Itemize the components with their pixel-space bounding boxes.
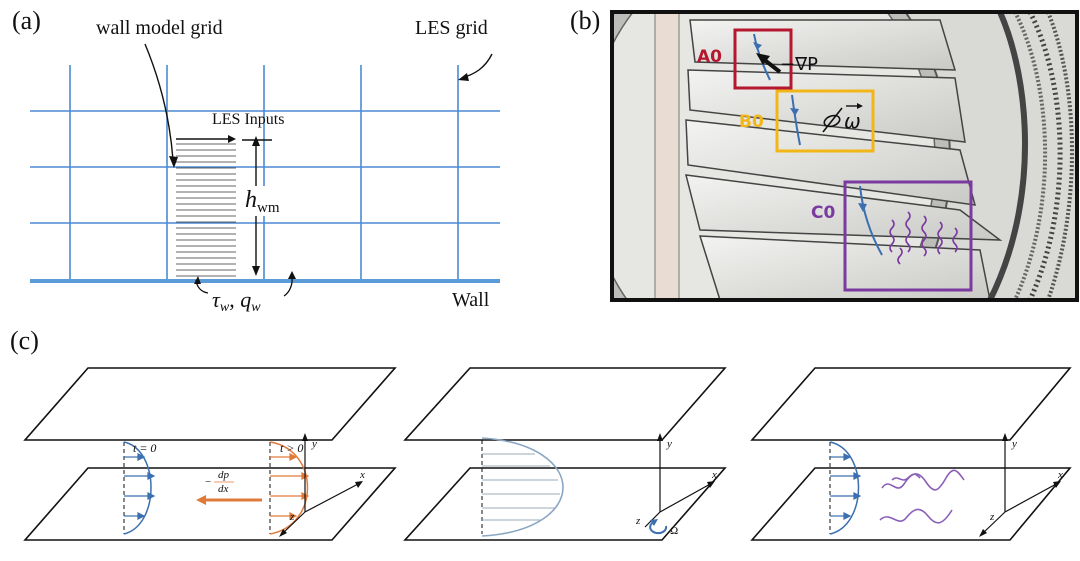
channel-middle: y x z Ω bbox=[403, 367, 727, 541]
velocity-profile-t0 bbox=[123, 441, 152, 535]
h-wm-bg bbox=[240, 186, 298, 216]
streamline-b0-head bbox=[790, 108, 799, 116]
tau-pointer-head bbox=[194, 276, 201, 284]
les-grid-label: LES grid bbox=[415, 17, 488, 39]
label-b0: B0 bbox=[739, 112, 764, 132]
panel-b: (b) bbox=[560, 0, 1080, 320]
omega-label: Ω bbox=[670, 525, 678, 537]
axis-label-y: y bbox=[666, 438, 672, 450]
axis-label-z: z bbox=[989, 511, 995, 523]
axis-label-z: z bbox=[289, 511, 295, 523]
panel-c-letter: (c) bbox=[10, 326, 39, 355]
axis-y-head bbox=[302, 433, 308, 441]
label-t1: t > 0 bbox=[280, 441, 303, 455]
rotation-symbol bbox=[823, 114, 841, 128]
q-pointer-head bbox=[288, 271, 296, 279]
box-c0 bbox=[843, 180, 973, 292]
axis-x bbox=[304, 482, 361, 513]
dp-numerator: dp bbox=[218, 469, 230, 481]
pressure-gradient-arrowhead bbox=[196, 495, 206, 505]
axis-z bbox=[281, 511, 306, 535]
velocity-arrows bbox=[830, 453, 862, 520]
streamline-b0 bbox=[791, 94, 801, 146]
channel-left: t = 0 t > 0 dp − dx y x bbox=[23, 367, 397, 541]
axis-z bbox=[981, 511, 1006, 535]
axis-y-head bbox=[657, 433, 663, 441]
velocity-profile bbox=[481, 437, 564, 537]
axis-label-y: y bbox=[1011, 438, 1017, 450]
h-wm-arrow-bottom bbox=[252, 266, 260, 276]
velocity-lines bbox=[482, 453, 560, 521]
dp-denominator: dx bbox=[218, 483, 229, 495]
vector-bar-head bbox=[857, 103, 863, 109]
top-plate bbox=[23, 367, 397, 441]
rotation-axis bbox=[822, 107, 843, 133]
axis-x-head bbox=[707, 481, 715, 488]
bottom-plate bbox=[750, 467, 1072, 541]
axis-z bbox=[644, 511, 661, 528]
h-wm-label: hwm bbox=[245, 187, 280, 216]
axis-z-head bbox=[279, 529, 287, 537]
photo-border bbox=[610, 10, 1079, 302]
les-inputs-arrowhead bbox=[228, 135, 236, 143]
label-a0: A0 bbox=[697, 47, 722, 67]
dp-minus: − bbox=[205, 476, 211, 488]
axis-label-x: x bbox=[711, 469, 717, 481]
bottom-plate bbox=[23, 467, 397, 541]
axis-label-x: x bbox=[1057, 469, 1063, 481]
axis-x-head bbox=[1053, 481, 1061, 488]
rotation-arrow bbox=[649, 521, 668, 535]
top-plate bbox=[403, 367, 727, 441]
panel-a-letter: (a) bbox=[12, 6, 41, 35]
bottom-plate bbox=[403, 467, 727, 541]
wall-label: Wall bbox=[452, 289, 490, 311]
velocity-profile-t1 bbox=[269, 441, 309, 535]
wall-model-grid-pointer bbox=[144, 43, 174, 161]
axis-x bbox=[659, 482, 713, 513]
top-plate bbox=[750, 367, 1072, 441]
tau-q-label: τw, qw bbox=[212, 287, 261, 315]
wall-model-grid bbox=[176, 143, 236, 277]
les-inputs-label: LES Inputs bbox=[212, 111, 284, 128]
label-c0: C0 bbox=[811, 203, 835, 223]
panel-c-diagrams: t = 0 t > 0 dp − dx y x bbox=[23, 367, 1072, 541]
streamline-c0 bbox=[859, 185, 883, 256]
box-a0 bbox=[733, 28, 793, 90]
axis-label-x: x bbox=[359, 469, 365, 481]
panel-a: (a) LES Inputs hwm wall model grid bbox=[0, 0, 560, 320]
channel-right: y x z bbox=[750, 367, 1072, 541]
rotation-arrow-head bbox=[650, 519, 658, 526]
wall-model-grid-pointer-head bbox=[169, 156, 178, 168]
velocity-profile bbox=[829, 441, 860, 535]
axis-z-head bbox=[979, 529, 987, 537]
streamline-a0-head bbox=[753, 42, 762, 50]
h-wm-arrow-top bbox=[252, 136, 260, 146]
pressure-arrow-head bbox=[756, 53, 770, 65]
panel-b-letter: (b) bbox=[570, 6, 601, 35]
panel-b-photo: A0 −∇P B0 ω C0 bbox=[610, 10, 1079, 302]
symbol-a0: −∇P bbox=[780, 54, 818, 75]
turbulence-lines bbox=[879, 469, 965, 524]
streamline-c0-head bbox=[858, 203, 867, 212]
axis-label-z: z bbox=[635, 515, 641, 527]
axis-x-head bbox=[355, 481, 363, 488]
axis-x bbox=[1004, 482, 1059, 513]
panel-a-diagram: LES Inputs hwm wall model grid LES grid … bbox=[30, 17, 500, 315]
axis-label-y: y bbox=[311, 438, 317, 450]
axis-y-head bbox=[1002, 433, 1008, 441]
box-b0 bbox=[775, 89, 875, 153]
les-grid bbox=[30, 65, 500, 281]
panel-c: (c) t = 0 t > 0 bbox=[0, 320, 1080, 561]
velocity-arrows-t0 bbox=[124, 453, 156, 520]
wall-model-grid-label: wall model grid bbox=[96, 17, 223, 39]
symbol-b0: ω bbox=[844, 109, 861, 133]
les-grid-pointer-head bbox=[458, 73, 469, 81]
label-t0: t = 0 bbox=[133, 441, 156, 455]
turbulence-squiggles bbox=[889, 211, 958, 265]
